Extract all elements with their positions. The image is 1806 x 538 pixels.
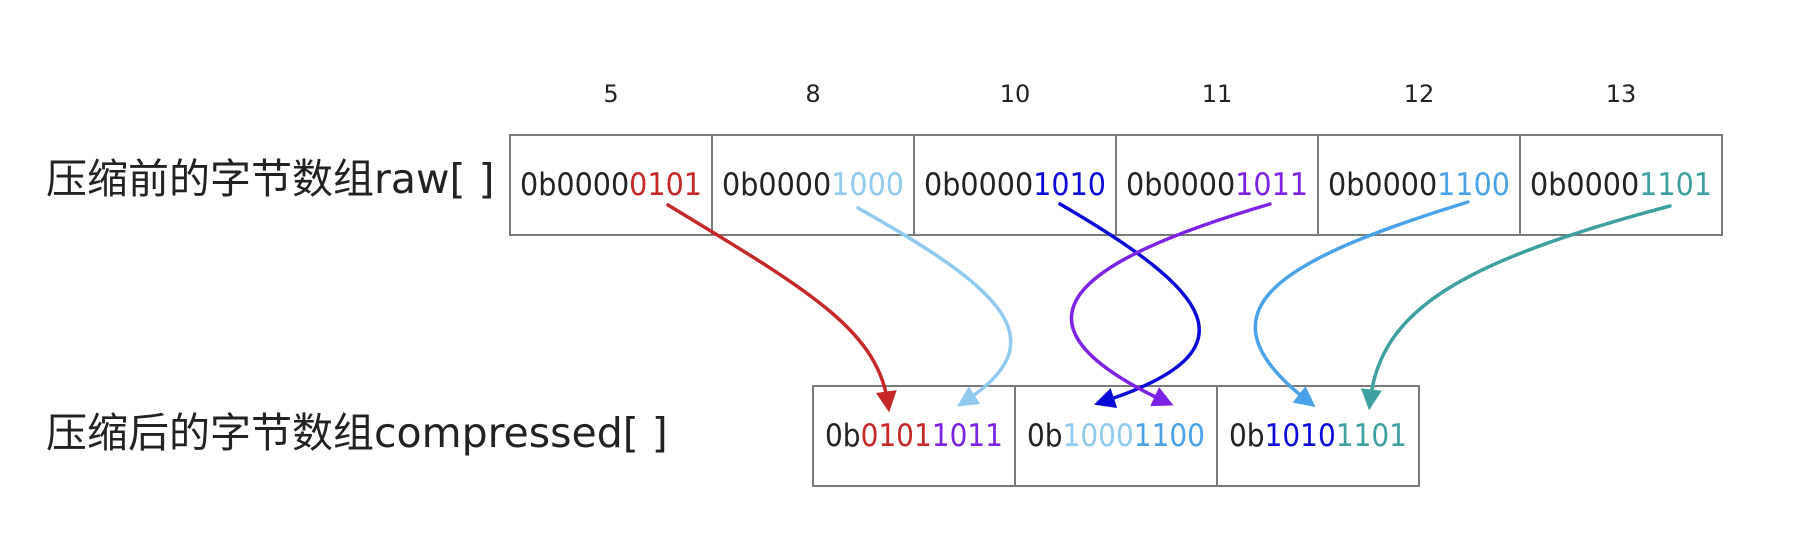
mapping-arrow — [666, 203, 897, 413]
compressed-cell-value: 0b10101101 — [1229, 418, 1407, 454]
compressed-byte-cell: 0b10101101 — [1216, 385, 1420, 487]
raw-cell-value: 0b00001101 — [1530, 167, 1712, 203]
raw-cell-low-bits: 1000 — [831, 167, 904, 203]
raw-cell-low-bits: 1101 — [1639, 167, 1712, 203]
compressed-cell-box — [1216, 385, 1420, 487]
raw-index-labels: 5 8 10 11 12 13 — [603, 80, 1636, 108]
compressed-cell-high-nibble: 1010 — [1265, 418, 1336, 454]
compressed-byte-cell: 0b10001100 — [1014, 385, 1218, 487]
raw-cell-box — [1115, 134, 1319, 236]
raw-cell-prefix: 0b0000 — [1126, 167, 1235, 203]
raw-index-label: 5 — [603, 80, 618, 108]
compressed-cell-high-nibble: 0101 — [861, 418, 932, 454]
compressed-cell-box — [812, 385, 1016, 487]
raw-cell-box — [509, 134, 713, 236]
compressed-byte-cell: 0b01011011 — [812, 385, 1016, 487]
raw-index-label: 11 — [1202, 80, 1233, 108]
raw-cell-value: 0b00001100 — [1328, 167, 1510, 203]
compressed-cell-value: 0b10001100 — [1027, 418, 1205, 454]
raw-index-label: 12 — [1404, 80, 1435, 108]
raw-index-label: 8 — [805, 80, 820, 108]
raw-byte-cell: 0b00001010 — [913, 134, 1117, 236]
compressed-cell-low-nibble: 1011 — [932, 418, 1003, 454]
raw-cell-prefix: 0b0000 — [1328, 167, 1437, 203]
raw-byte-cell: 0b00001000 — [711, 134, 915, 236]
raw-array-label: 压缩前的字节数组raw[ ] — [46, 155, 495, 203]
raw-cell-low-bits: 1011 — [1235, 167, 1308, 203]
raw-cell-low-bits: 1100 — [1437, 167, 1510, 203]
raw-byte-cell: 0b00000101 — [509, 134, 713, 236]
mapping-arrows — [666, 200, 1672, 413]
compressed-array-label: 压缩后的字节数组compressed[ ] — [46, 409, 668, 457]
compressed-cell-low-nibble: 1101 — [1336, 418, 1407, 454]
raw-cell-value: 0b00001000 — [722, 167, 904, 203]
compressed-cell-high-nibble: 1000 — [1063, 418, 1134, 454]
compressed-cell-prefix: 0b — [1229, 418, 1265, 454]
raw-index-label: 10 — [1000, 80, 1031, 108]
raw-cell-prefix: 0b0000 — [924, 167, 1033, 203]
raw-cell-value: 0b00001010 — [924, 167, 1106, 203]
raw-cell-prefix: 0b0000 — [1530, 167, 1639, 203]
mapping-arrow — [856, 206, 1013, 407]
compressed-cell-box — [1014, 385, 1218, 487]
raw-cell-low-bits: 0101 — [629, 167, 702, 203]
compressed-cell-low-nibble: 1100 — [1134, 418, 1205, 454]
raw-cell-value: 0b00000101 — [520, 167, 702, 203]
raw-cell-value: 0b00001011 — [1126, 167, 1308, 203]
mapping-arrow — [1360, 204, 1672, 411]
raw-cell-prefix: 0b0000 — [520, 167, 629, 203]
compressed-cell-value: 0b01011011 — [825, 418, 1003, 454]
raw-byte-cell: 0b00001100 — [1317, 134, 1521, 236]
raw-index-label: 13 — [1606, 80, 1637, 108]
mapping-arrow — [1069, 202, 1272, 407]
mapping-arrow — [1253, 200, 1470, 408]
raw-byte-cell: 0b00001011 — [1115, 134, 1319, 236]
compressed-cell-prefix: 0b — [1027, 418, 1063, 454]
raw-cell-low-bits: 1010 — [1033, 167, 1106, 203]
raw-cell-prefix: 0b0000 — [722, 167, 831, 203]
mapping-arrow — [1058, 202, 1201, 409]
compressed-cell-prefix: 0b — [825, 418, 861, 454]
